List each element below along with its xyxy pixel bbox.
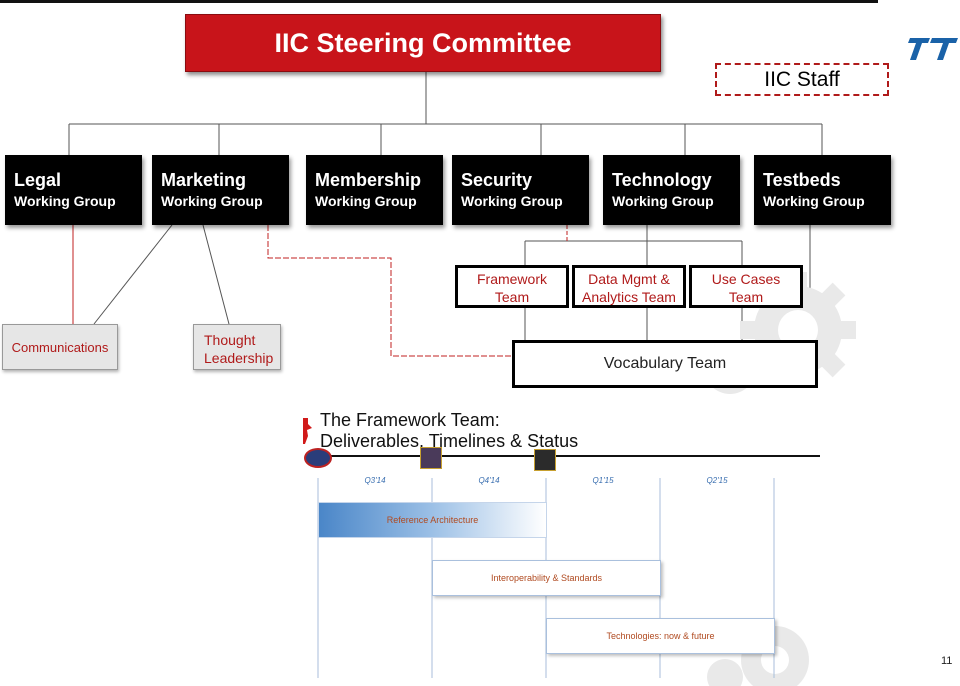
testbeds-working-group: Testbeds Working Group: [754, 155, 891, 225]
iic-logo-icon: [908, 38, 958, 60]
wg-name: Testbeds: [763, 170, 841, 190]
steering-committee-box: IIC Steering Committee: [185, 14, 661, 72]
milestone-badge-icon: [304, 448, 332, 468]
team-line: Team: [728, 289, 764, 305]
deliverable-label: Reference Architecture: [386, 515, 479, 525]
vocabulary-team-box: Vocabulary Team: [512, 340, 818, 388]
framework-team-box: Framework Team: [455, 265, 569, 308]
marketing-working-group: Marketing Working Group: [152, 155, 289, 225]
membership-working-group: Membership Working Group: [306, 155, 443, 225]
wg-sub: Working Group: [461, 193, 563, 209]
wg-sub: Working Group: [763, 193, 865, 209]
steering-committee-label: IIC Steering Committee: [274, 27, 572, 58]
quarter-label: Q3'14: [364, 476, 386, 485]
deliverable-bar-reference-architecture: Reference Architecture: [318, 502, 547, 538]
vocabulary-team-label: Vocabulary Team: [603, 355, 727, 372]
wg-name: Legal: [14, 170, 62, 190]
milestone-badge-icon: [420, 447, 442, 469]
quarter-label: Q4'14: [478, 476, 500, 485]
wg-sub: Working Group: [14, 193, 116, 209]
thought-leadership-box: Thought Leadership: [193, 324, 281, 370]
team-line: Team: [494, 289, 530, 305]
communications-label: Communications: [11, 339, 109, 355]
iic-staff-label: IIC Staff: [764, 67, 840, 91]
wg-name: Security: [461, 170, 533, 190]
use-cases-team-box: Use Cases Team: [689, 265, 803, 308]
timeline-title-line1: The Framework Team:: [320, 410, 500, 430]
team-line: Use Cases: [711, 271, 781, 287]
wg-name: Membership: [315, 170, 422, 190]
team-line: Analytics Team: [582, 289, 676, 305]
thought-leadership-line: Leadership: [204, 350, 274, 366]
wg-name: Technology: [612, 170, 712, 190]
team-line: Data Mgmt &: [588, 271, 670, 287]
wg-sub: Working Group: [612, 193, 714, 209]
team-line: Framework: [476, 271, 547, 287]
deliverable-label: Technologies: now & future: [606, 631, 715, 641]
quarter-label: Q2'15: [706, 476, 728, 485]
legal-working-group: Legal Working Group: [5, 155, 142, 225]
wg-sub: Working Group: [315, 193, 417, 209]
wg-sub: Working Group: [161, 193, 263, 209]
deliverable-bar-interoperability: Interoperability & Standards: [432, 560, 661, 596]
technology-working-group: Technology Working Group: [603, 155, 740, 225]
communications-box: Communications: [2, 324, 118, 370]
red-marker-icon: [303, 418, 312, 444]
quarter-label: Q1'15: [592, 476, 614, 485]
timeline-title-line2: Deliverables, Timelines & Status: [320, 431, 579, 451]
iic-staff-box: IIC Staff: [715, 63, 889, 96]
wg-name: Marketing: [161, 170, 247, 190]
thought-leadership-line: Thought: [204, 332, 256, 348]
deliverable-bar-technologies: Technologies: now & future: [546, 618, 775, 654]
milestone-badge-icon: [534, 449, 556, 471]
top-rule: [0, 0, 878, 3]
page-number: 11: [941, 655, 953, 667]
data-mgmt-team-box: Data Mgmt & Analytics Team: [572, 265, 686, 308]
deliverable-label: Interoperability & Standards: [490, 573, 603, 583]
security-working-group: Security Working Group: [452, 155, 589, 225]
